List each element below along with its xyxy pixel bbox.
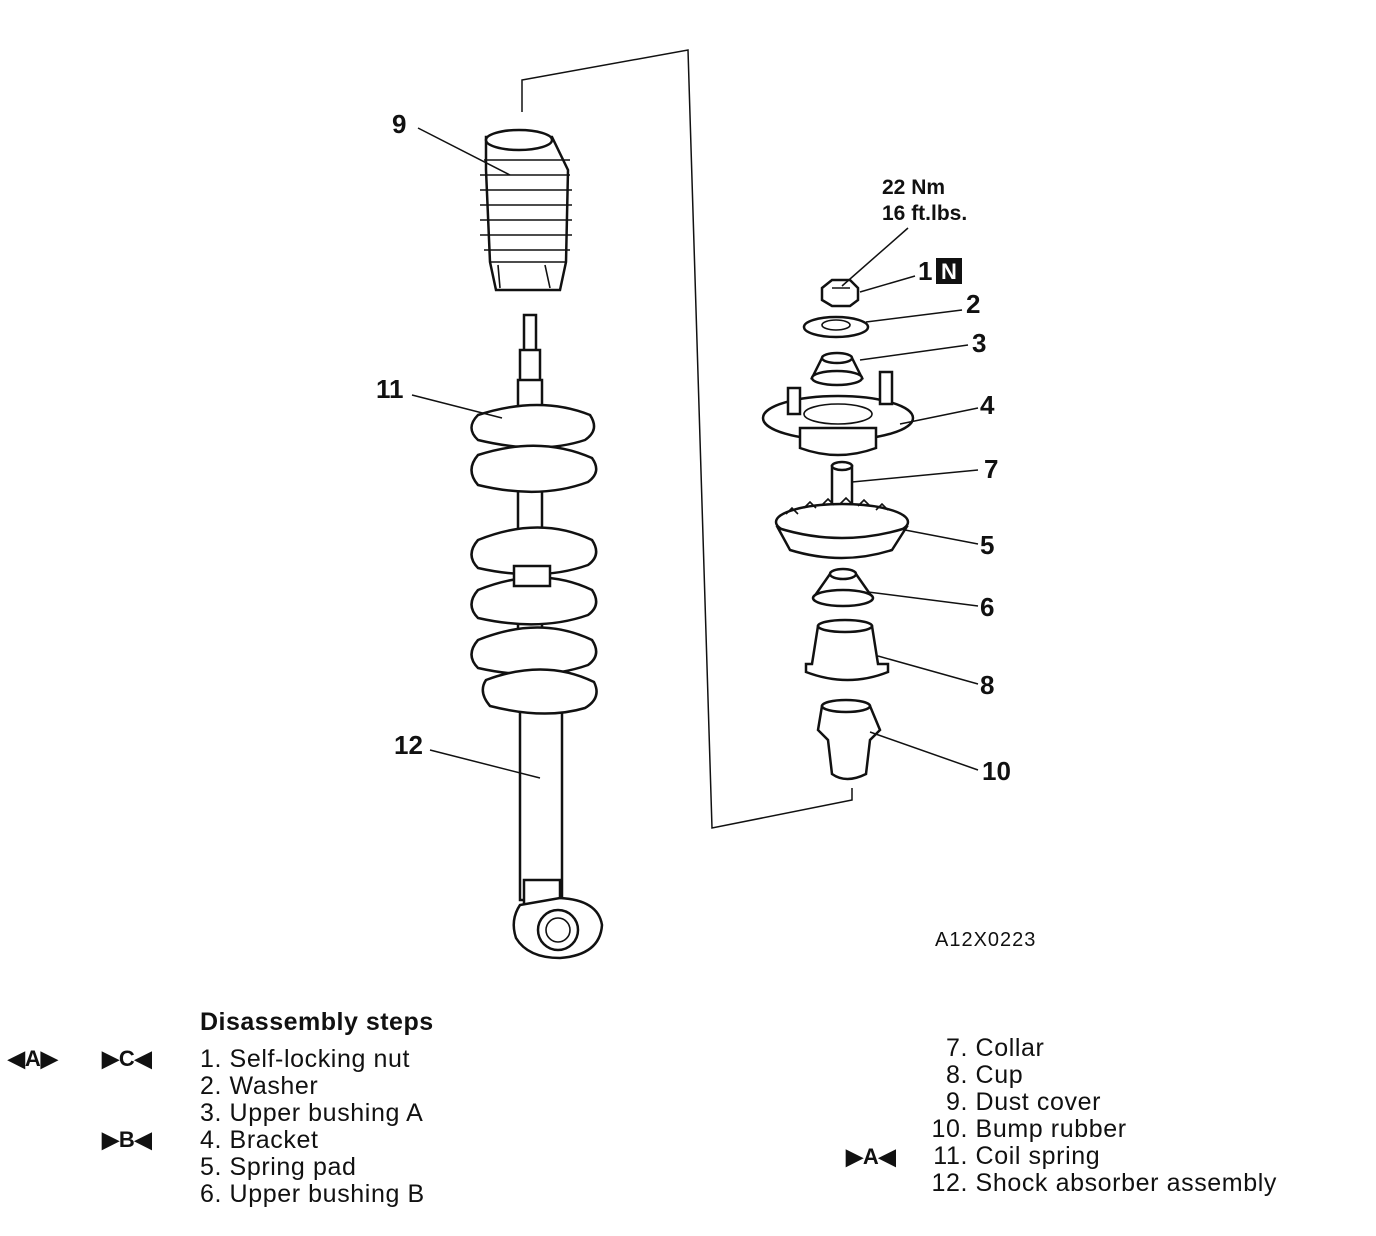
leader-lines: [411, 127, 979, 779]
assembly-bracket-lines: [521, 49, 853, 829]
callout-5: 5: [980, 530, 994, 560]
marker-step4: ▶B◀: [102, 1127, 152, 1152]
marker-step1-left: ◀A▶: [8, 1046, 58, 1071]
bracket-part: [761, 370, 915, 457]
step-6: 6. Upper bushing B: [199, 1180, 425, 1208]
step-8: 8. Cup: [945, 1061, 1024, 1089]
callout-7: 7: [984, 454, 998, 484]
callout-9: 9: [392, 109, 406, 139]
callout-4: 4: [980, 390, 995, 420]
n-badge-label: N: [941, 259, 957, 284]
step-2: 2. Washer: [199, 1072, 319, 1100]
torque-nm: 22 Nm: [882, 176, 945, 199]
callout-3: 3: [972, 328, 986, 358]
step-3: 3. Upper bushing A: [199, 1099, 424, 1127]
n-badge: [936, 258, 962, 284]
upper-bushing-a-part: [809, 351, 865, 387]
spring-pad-part: [774, 496, 910, 560]
coil-spring-part: [470, 403, 598, 715]
step-5: 5. Spring pad: [199, 1153, 357, 1181]
callout-2: 2: [966, 289, 980, 319]
step-10: 10. Bump rubber: [931, 1115, 1127, 1143]
callout-10: 10: [982, 756, 1011, 786]
exploded-diagram: 9 11 12 1 N 2 3 4 7 5 6 8 10 22 Nm 16 ft…: [376, 49, 1036, 960]
callout-11: 11: [376, 374, 404, 404]
marker-step11: ▶A◀: [846, 1144, 896, 1169]
marker-step1-right: ▶C◀: [102, 1046, 152, 1071]
figure-id: A12X0223: [935, 929, 1036, 951]
cup-part: [804, 618, 890, 682]
callout-12: 12: [394, 730, 423, 760]
torque-ftlbs: 16 ft.lbs.: [882, 202, 967, 225]
step-12: 12. Shock absorber assembly: [931, 1169, 1277, 1197]
self-locking-nut-part: [820, 278, 860, 308]
callout-1: 1: [918, 256, 932, 286]
bump-rubber-part: [816, 698, 882, 781]
step-4: 4. Bracket: [199, 1126, 319, 1154]
step-9: 9. Dust cover: [945, 1088, 1102, 1116]
callout-8: 8: [980, 670, 994, 700]
step-11: 11. Coil spring: [933, 1142, 1101, 1170]
washer-part: [802, 315, 870, 339]
step-7: 7. Collar: [945, 1034, 1045, 1062]
callout-6: 6: [980, 592, 994, 622]
disassembly-title: Disassembly steps: [200, 1008, 434, 1036]
upper-bushing-b-part: [811, 567, 875, 608]
step-1: 1. Self-locking nut: [199, 1045, 411, 1073]
dust-cover-part: [480, 128, 572, 292]
